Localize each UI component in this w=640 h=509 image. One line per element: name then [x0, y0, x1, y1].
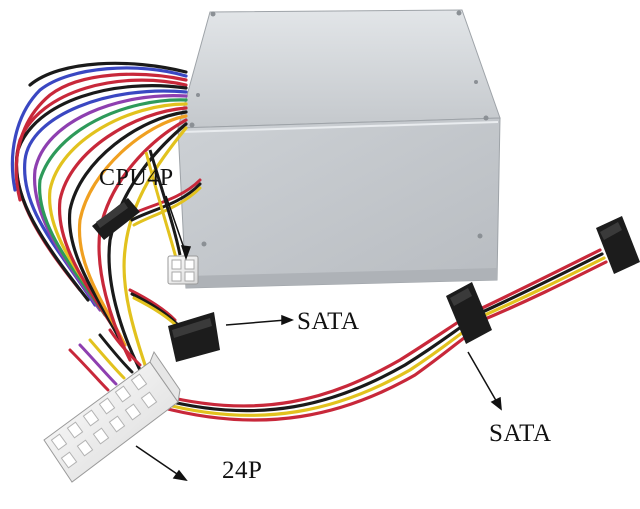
sata-pointer-arrowhead-1 — [281, 314, 295, 326]
sata-cable-middle — [128, 288, 181, 330]
label-24p: 24P — [222, 457, 263, 484]
cpu-4p-connector — [144, 149, 199, 285]
psu-casing — [177, 9, 501, 289]
cpu-pointer-arrowhead — [180, 245, 192, 261]
sata-pointer-arrow-2 — [467, 351, 499, 405]
annotation-arrows — [135, 195, 502, 482]
label-cpu-4p: CPU4P — [99, 165, 174, 191]
sata-pointer-arrow-1 — [225, 319, 287, 326]
atx-24p-connector — [43, 328, 181, 483]
atx-pointer-arrowhead — [172, 469, 188, 482]
sata-connector-right-1 — [446, 282, 492, 344]
atx-pointer-arrow — [135, 445, 181, 477]
sata-connector-right-2 — [596, 216, 640, 274]
sata-pointer-arrowhead-2 — [490, 396, 502, 411]
sata-connector-middle — [168, 312, 220, 362]
sata-connector-upper-left — [92, 198, 140, 240]
sata-cable-long — [158, 248, 608, 422]
cpu-pointer-arrow — [165, 195, 187, 255]
label-sata-2: SATA — [489, 420, 552, 447]
wire-bundle — [10, 61, 188, 382]
label-sata-1: SATA — [297, 308, 360, 335]
